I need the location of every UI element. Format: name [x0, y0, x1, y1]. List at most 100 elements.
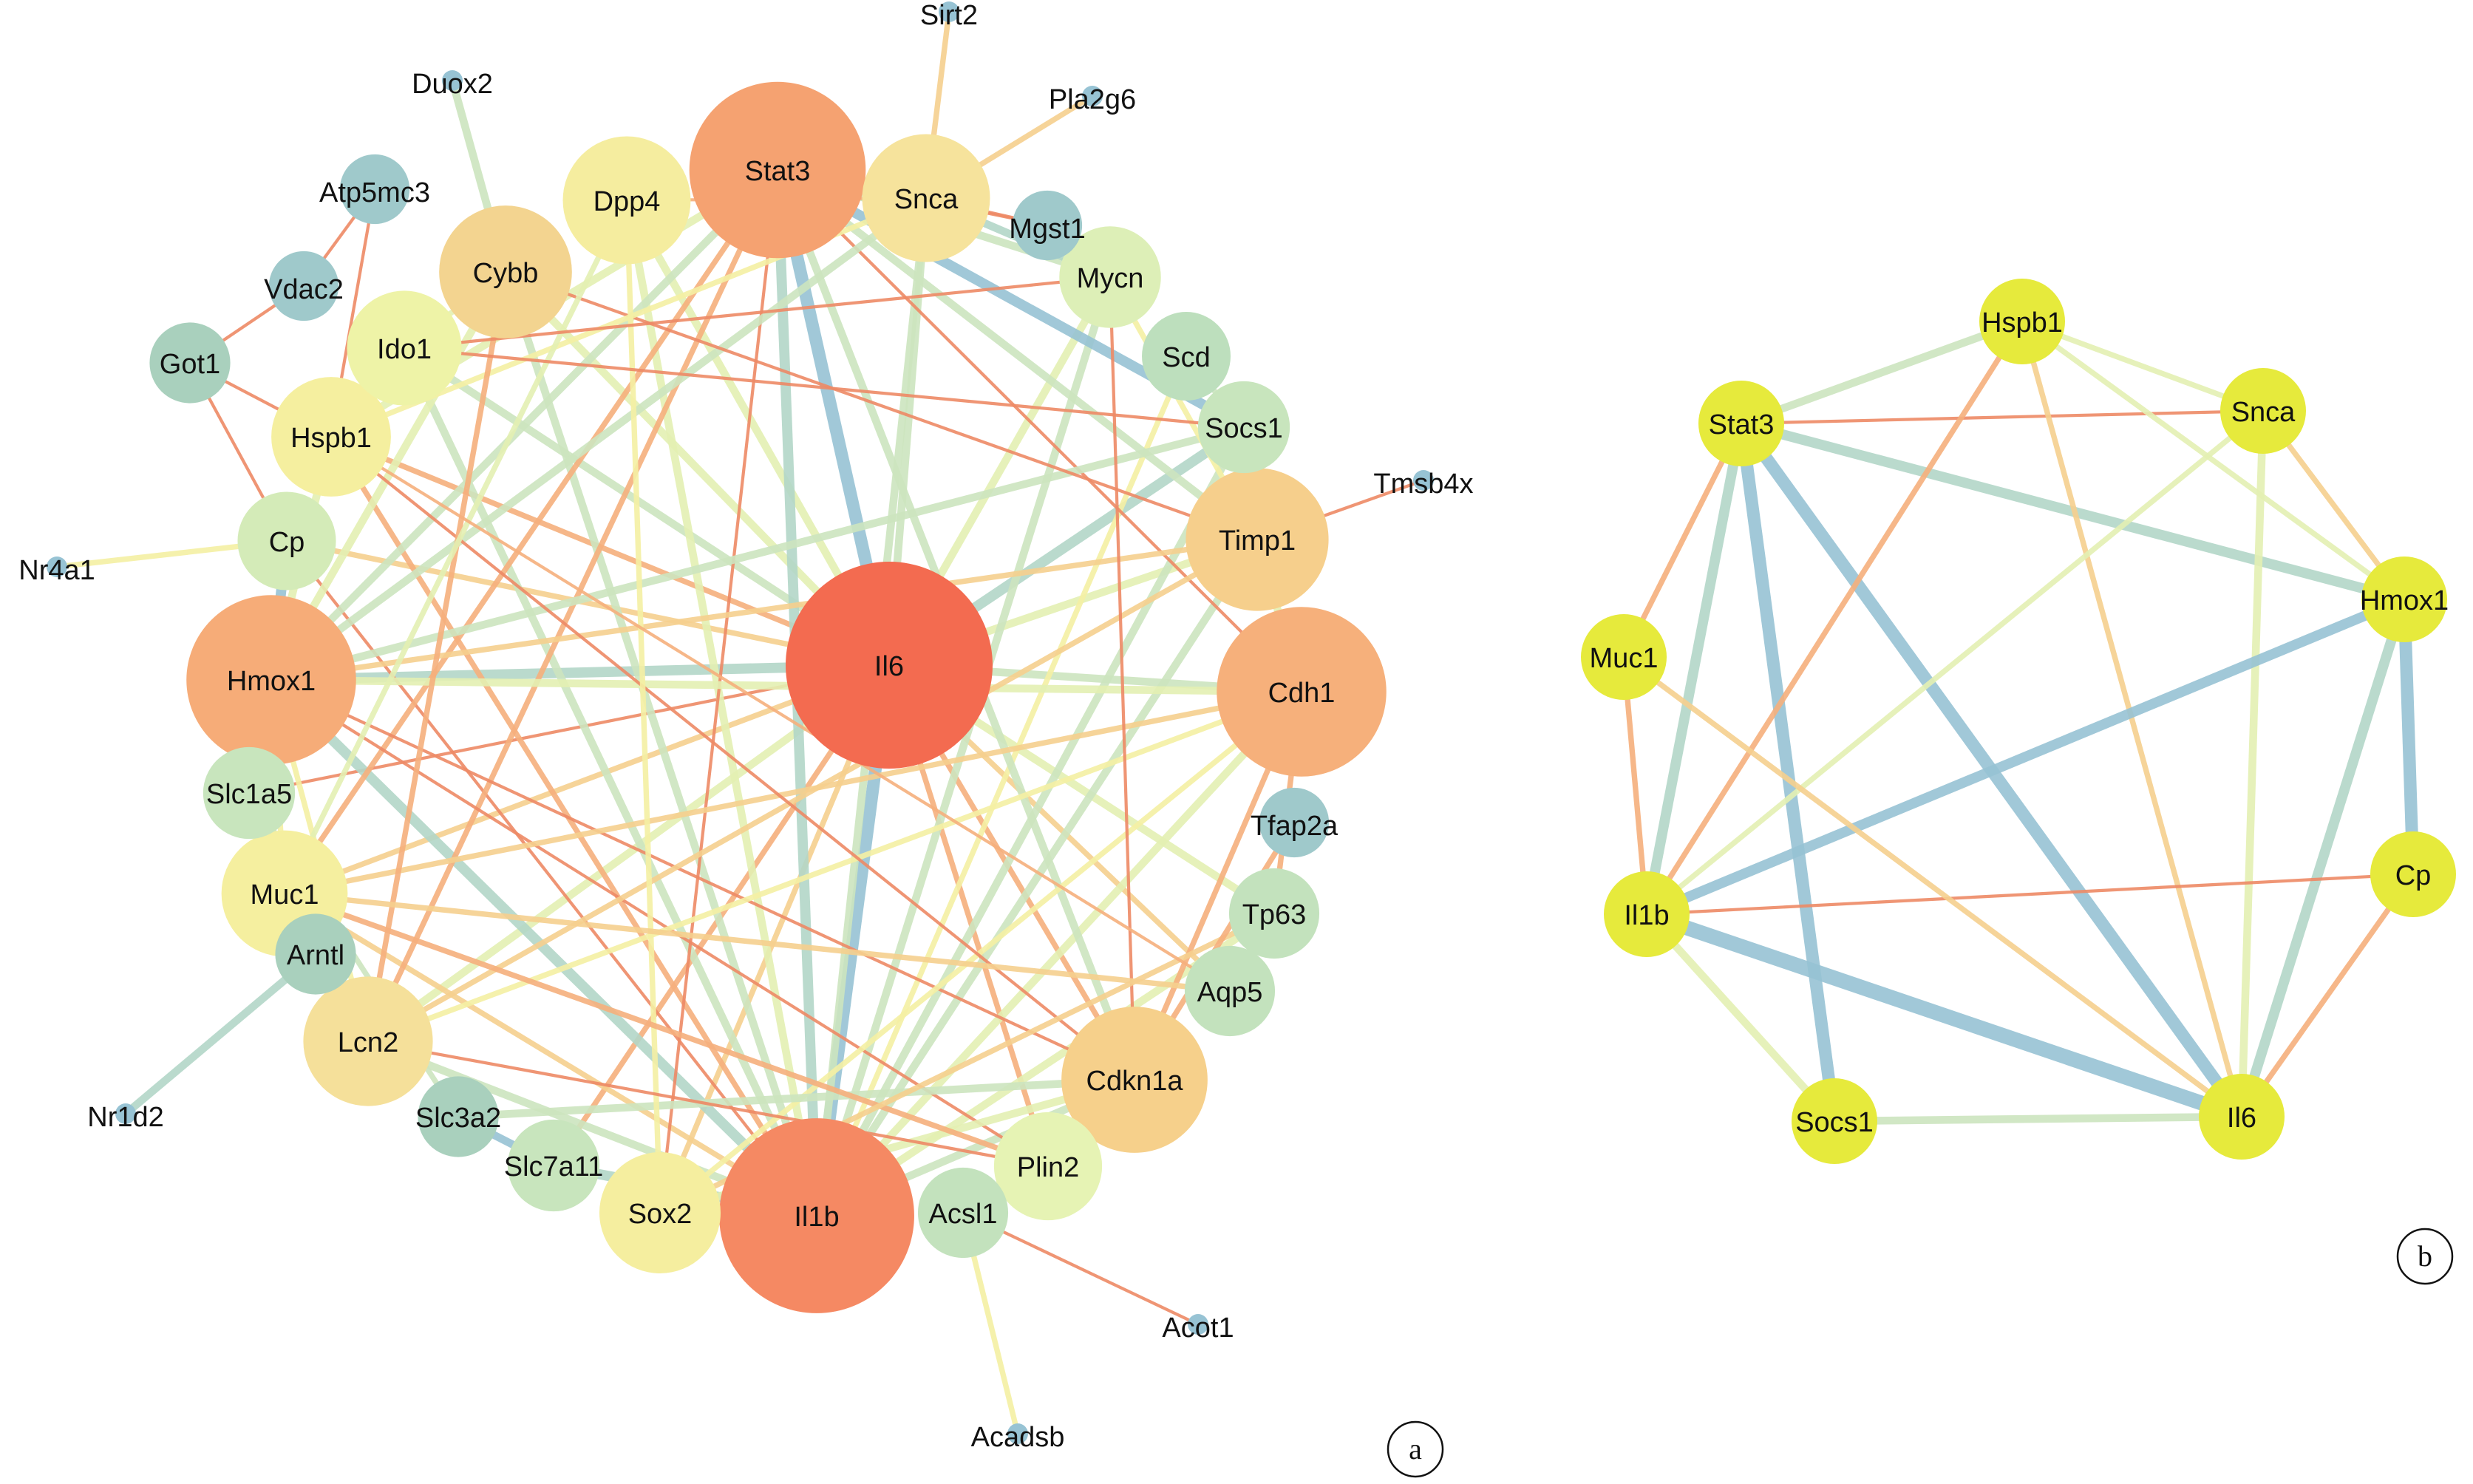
- panel-b-node-circle-cp: [2370, 831, 2456, 917]
- panel-a-node-label-aqp5: Aqp5: [1197, 977, 1263, 1008]
- panel-a-node-socs1: Socs1: [1197, 381, 1290, 474]
- panel-a-node-label-cybb: Cybb: [473, 258, 539, 289]
- panel-a-node-label-ido1: Ido1: [377, 334, 432, 365]
- panel-a-node-label-tp63: Tp63: [1242, 899, 1307, 930]
- panel-b-node-muc1: Muc1: [1581, 614, 1667, 700]
- panel-a-node-circle-slc1a5: [203, 746, 296, 840]
- panel-a-node-sox2: Sox2: [599, 1151, 721, 1274]
- panel-a-node-label-atp5mc3: Atp5mc3: [319, 177, 430, 208]
- panel-a-node-label-plin2: Plin2: [1017, 1152, 1080, 1183]
- panel-a-node-atp5mc3: Atp5mc3: [319, 154, 430, 225]
- panel-a-label: a: [1387, 1420, 1444, 1478]
- panel-a-node-circle-slc3a2: [418, 1076, 499, 1157]
- panel-a-node-cdkn1a: Cdkn1a: [1061, 1007, 1208, 1153]
- panel-b-node-il6: Il6: [2199, 1074, 2285, 1160]
- panel-b-edge-il6-socs1: [1834, 1112, 2242, 1126]
- panel-a-edge-hmox1-timp1: [271, 537, 1258, 683]
- panel-b-edge-hmox1-cp: [2398, 599, 2420, 875]
- panel-a-node-nr4a1: Nr4a1: [18, 555, 95, 586]
- panel-b-edge-hspb1-il6: [2019, 321, 2245, 1117]
- panel-a-node-duox2: Duox2: [412, 69, 493, 100]
- panel-a-node-cybb: Cybb: [439, 205, 572, 338]
- panel-a-edge-cdkn1a-slc3a2: [457, 1075, 1135, 1121]
- panel-a-node-circle-vdac2: [268, 251, 339, 321]
- panel-b-node-stat3: Stat3: [1698, 381, 1784, 466]
- panel-b-node-il1b: Il1b: [1604, 871, 1690, 957]
- panel-a-node-circle-scd: [1142, 312, 1231, 401]
- panel-a-node-label-acsl1: Acsl1: [929, 1199, 998, 1230]
- panel-a-label-text: a: [1409, 1432, 1422, 1466]
- panel-a-node-circle-slc7a11: [507, 1119, 600, 1212]
- panel-a-edge-cdkn1a-hspb1: [330, 435, 1136, 1081]
- panel-a-edge-cdh1-lcn2: [367, 689, 1303, 1044]
- panel-a-edge-stat3-lcn2: [365, 169, 780, 1043]
- panel-a-edge-dpp4-muc1: [282, 199, 630, 895]
- panel-b-node-label-stat3: Stat3: [1709, 409, 1775, 440]
- panel-a-node-circle-dpp4: [562, 136, 691, 265]
- panel-a-node-label-tmsb4x: Tmsb4x: [1373, 469, 1473, 500]
- panel-a-node-il1b: Il1b: [719, 1118, 914, 1313]
- panel-a-node-circle-arntl: [275, 913, 356, 995]
- panel-a-node-tmsb4x: Tmsb4x: [1373, 469, 1473, 500]
- panel-a-edge-arntl-nr1d2: [123, 950, 319, 1117]
- panel-a-node-circle-tmsb4x: [1413, 470, 1434, 491]
- panel-b-node-circle-il6: [2199, 1074, 2285, 1160]
- panel-a-node-lcn2: Lcn2: [303, 976, 433, 1106]
- panel-a-node-label-hmox1: Hmox1: [227, 666, 316, 697]
- panel-a-node-stat3: Stat3: [689, 81, 866, 259]
- panel-a-node-mgst1: Mgst1: [1009, 190, 1086, 261]
- panel-a-node-slc1a5: Slc1a5: [203, 746, 296, 840]
- panel-b-node-label-il6: Il6: [2227, 1103, 2256, 1134]
- panel-b-node-label-il1b: Il1b: [1624, 900, 1669, 931]
- panel-b-node-label-hmox1: Hmox1: [2360, 585, 2449, 616]
- panel-a-node-label-stat3: Stat3: [745, 156, 811, 187]
- panel-a-edge-il1b-cdh1: [814, 689, 1304, 1219]
- panel-a-node-circle-aqp5: [1184, 945, 1276, 1037]
- panel-b-node-circle-hmox1: [2361, 556, 2447, 642]
- panel-a-node-label-acot1: Acot1: [1162, 1313, 1234, 1344]
- panel-a-edge-cdh1-sox2: [658, 690, 1304, 1215]
- panel-a-node-label-got1: Got1: [160, 349, 220, 380]
- panel-b-edge-cp-il6: [2239, 872, 2416, 1119]
- panel-a-node-circle-stat3: [689, 81, 866, 259]
- panel-b-node-circle-socs1: [1792, 1078, 1877, 1164]
- panel-a-node-label-nr1d2: Nr1d2: [87, 1102, 164, 1133]
- panel-a-node-circle-hmox1: [186, 595, 356, 765]
- panel-b-edge-il1b-socs1: [1644, 911, 1837, 1124]
- panel-a-node-vdac2: Vdac2: [264, 251, 344, 321]
- panel-a-edge-aqp5-hspb1: [330, 435, 1231, 993]
- panel-a-node-label-sox2: Sox2: [628, 1199, 693, 1230]
- panel-b-node-circle-hspb1: [1979, 279, 2065, 364]
- panel-b-edge-stat3-hspb1: [1740, 318, 2024, 427]
- panel-a-edge-muc1-aqp5: [284, 891, 1231, 994]
- panel-a-edge-cybb-lcn2: [365, 271, 508, 1042]
- panel-a-node-label-snca: Snca: [894, 184, 959, 215]
- panel-b-edge-hspb1-il1b: [1644, 320, 2025, 916]
- panel-b-edges: [1621, 318, 2420, 1126]
- panel-a-node-circle-cdkn1a: [1061, 1007, 1208, 1153]
- panel-a-node-circle-acsl1: [917, 1167, 1009, 1259]
- panel-a-node-arntl: Arntl: [275, 913, 356, 995]
- panel-a-node-label-pla2g6: Pla2g6: [1049, 84, 1136, 115]
- panel-a-node-label-il6: Il6: [874, 651, 904, 682]
- panel-a-node-timp1: Timp1: [1186, 468, 1329, 611]
- panel-a-node-circle-socs1: [1197, 381, 1290, 474]
- panel-a-node-aqp5: Aqp5: [1184, 945, 1276, 1037]
- panel-a-node-label-lcn2: Lcn2: [338, 1027, 398, 1058]
- panel-a-node-label-dpp4: Dpp4: [593, 186, 661, 217]
- panel-a-node-label-slc7a11: Slc7a11: [504, 1151, 604, 1182]
- panel-a-edge-stat3-hmox1: [268, 167, 780, 683]
- panel-a-node-label-sirt2: Sirt2: [920, 0, 978, 31]
- panel-a-node-mycn: Mycn: [1059, 226, 1161, 328]
- panel-b-node-label-muc1: Muc1: [1590, 643, 1659, 674]
- panel-a-node-plin2: Plin2: [993, 1112, 1103, 1221]
- panel-b-edge-hspb1-hmox1: [2020, 319, 2406, 602]
- panel-b-node-circle-stat3: [1698, 381, 1784, 466]
- panel-a-node-label-il1b: Il1b: [794, 1202, 839, 1233]
- panel-a-edge-cdkn1a-mycn: [1108, 276, 1137, 1080]
- panel-a-node-dpp4: Dpp4: [562, 136, 691, 265]
- panel-a-node-cdh1: Cdh1: [1217, 607, 1387, 777]
- panel-b-node-label-hspb1: Hspb1: [1982, 307, 2063, 338]
- panel-b-edge-snca-il1b: [1644, 409, 2265, 916]
